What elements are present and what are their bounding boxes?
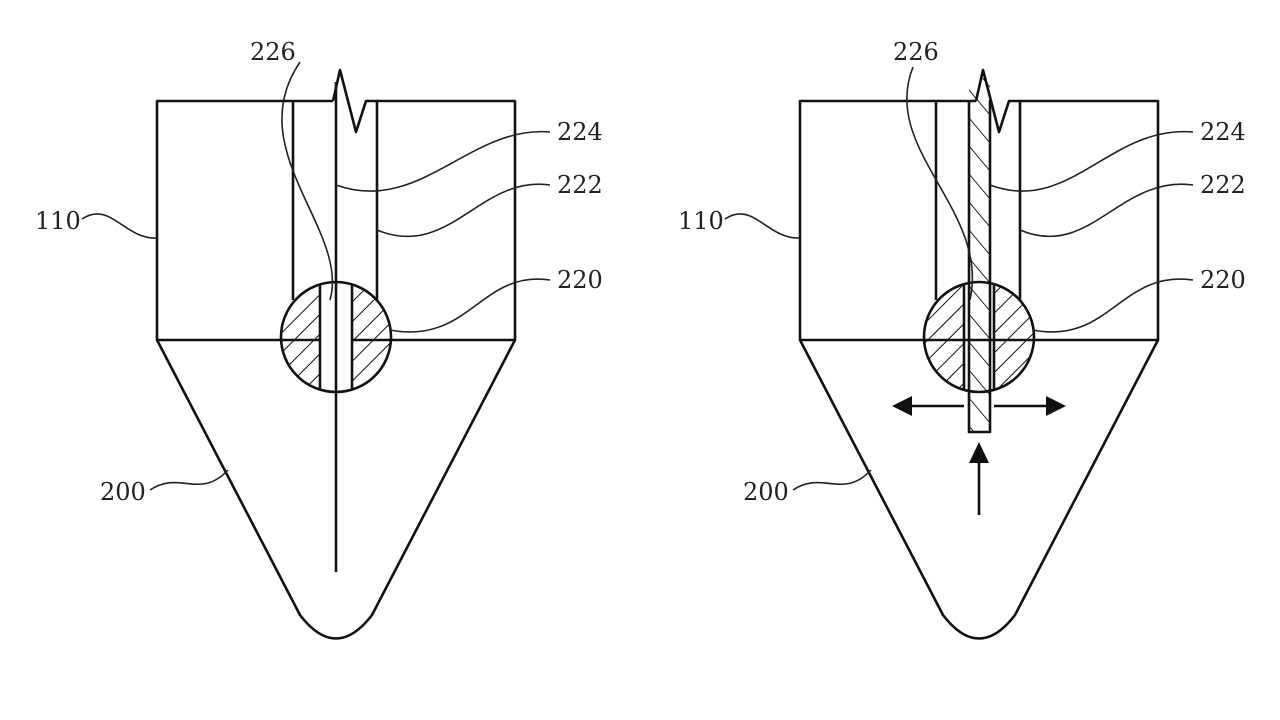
- tip-200: [155, 339, 517, 640]
- filament-226-displaced: [969, 78, 990, 432]
- tip-200: [798, 339, 1160, 640]
- leader-200: [149, 469, 229, 491]
- leader-226: [906, 66, 974, 301]
- label-224: 224: [1200, 118, 1246, 146]
- label-110: 110: [678, 207, 724, 235]
- upward-arrow: [969, 442, 989, 515]
- label-226: 226: [250, 38, 296, 66]
- filament-outline: [967, 100, 992, 434]
- break-line: [331, 68, 370, 134]
- label-110: 110: [35, 207, 81, 235]
- figure-right: 226 224 222 220 110 200: [678, 38, 1246, 640]
- label-220: 220: [1200, 266, 1246, 294]
- label-222: 222: [1200, 171, 1246, 199]
- leader-110: [724, 213, 801, 239]
- label-220: 220: [557, 266, 603, 294]
- leader-224: [335, 130, 551, 192]
- label-224: 224: [557, 118, 603, 146]
- label-226: 226: [893, 38, 939, 66]
- leader-222: [376, 183, 551, 238]
- leader-226: [281, 61, 334, 301]
- label-222: 222: [557, 171, 603, 199]
- leader-220: [1032, 278, 1194, 333]
- figure-left: 226 224 222 220 110 200: [35, 38, 603, 640]
- lateral-arrow: [892, 396, 1066, 416]
- label-200: 200: [100, 478, 146, 506]
- leader-222: [1019, 183, 1194, 238]
- leader-224: [989, 130, 1194, 192]
- label-200: 200: [743, 478, 789, 506]
- leader-220: [389, 278, 551, 333]
- leader-200: [792, 469, 872, 491]
- leader-110: [81, 213, 158, 239]
